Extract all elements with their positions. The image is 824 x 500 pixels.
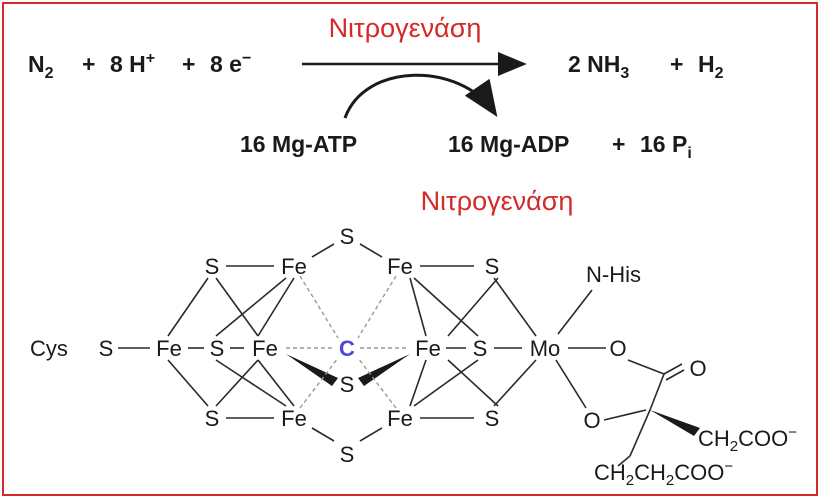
atom-carbon: C <box>339 336 355 361</box>
atom-o-mo: O <box>609 336 626 361</box>
atom-o-carbonyl: O <box>689 356 706 381</box>
plus-sign-3: + <box>670 51 683 77</box>
ligand-n-his: N-His <box>586 262 641 287</box>
atom-s-upper-left: S <box>205 254 220 279</box>
reactant-electrons: 8 e− <box>210 50 251 77</box>
atom-s-lower-left: S <box>205 406 220 431</box>
product-hydrogen: H2 <box>698 51 724 82</box>
atom-mo: Mo <box>530 336 561 361</box>
atom-fe-mid-right: Fe <box>415 336 441 361</box>
cluster-bonds <box>118 243 685 467</box>
product-ammonia: 2 NH3 <box>568 51 629 82</box>
atom-fe-mid-left: Fe <box>252 336 278 361</box>
atom-fe-left: Fe <box>156 336 182 361</box>
cofactor-adp: 16 Mg-ADP <box>448 131 569 157</box>
atom-s-top: S <box>340 224 355 249</box>
carbide-bonds <box>286 275 408 409</box>
atom-cys: Cys <box>30 336 68 361</box>
diagram-frame <box>2 2 818 496</box>
cofactor-phosphate: 16 Pi <box>640 131 692 162</box>
reaction-title: Νιτρογενάση <box>329 13 482 43</box>
group-ch2coo: CH2COO− <box>698 424 797 455</box>
plus-sign-1: + <box>82 51 95 77</box>
plus-sign-2: + <box>182 51 195 77</box>
wedge-bond-carboxylate <box>650 410 700 436</box>
cofactor-atp: 16 Mg-ATP <box>240 131 357 157</box>
atom-fe-bottom-left: Fe <box>281 406 307 431</box>
group-ch2ch2coo: CH2CH2COO− <box>594 458 733 489</box>
wedge-bond-left <box>286 354 338 386</box>
atom-fe-top-left: Fe <box>281 254 307 279</box>
plus-sign-4: + <box>612 131 625 157</box>
atom-s-upper-right: S <box>485 254 500 279</box>
atom-s-cys: S <box>99 336 114 361</box>
atom-fe-top-right: Fe <box>387 254 413 279</box>
atom-s-mid-right: S <box>473 336 488 361</box>
atom-s-mid-left: S <box>210 336 225 361</box>
atom-s-center: S <box>340 372 355 397</box>
atom-o-lower: O <box>583 408 600 433</box>
reactant-n2: N2 <box>28 51 54 82</box>
atom-fe-bottom-right: Fe <box>387 406 413 431</box>
atom-s-bottom: S <box>340 442 355 467</box>
cluster-title: Νιτρογενάση <box>421 186 574 216</box>
atom-s-lower-right: S <box>485 406 500 431</box>
wedge-bond-right <box>358 354 410 386</box>
reactant-protons: 8 H+ <box>110 50 155 77</box>
atp-hydrolysis-arrow <box>343 73 498 119</box>
